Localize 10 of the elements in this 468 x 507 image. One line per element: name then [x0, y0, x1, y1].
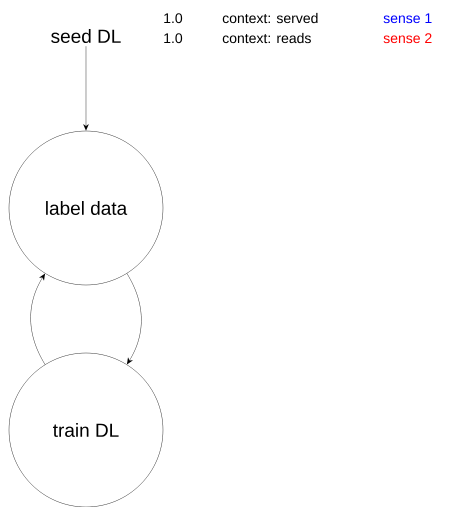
arrow: [30, 274, 46, 365]
table-cell: sense 2: [384, 33, 432, 44]
table-cell: 1.0: [164, 13, 182, 24]
table-cell: context: reads: [222, 32, 311, 44]
node-label: seed DL: [51, 29, 121, 43]
arrow: [126, 273, 142, 364]
table-cell: sense 1: [384, 13, 432, 24]
arrow: [83, 46, 89, 130]
table-cell: context: served: [222, 12, 318, 24]
table-cell: 1.0: [164, 33, 182, 44]
